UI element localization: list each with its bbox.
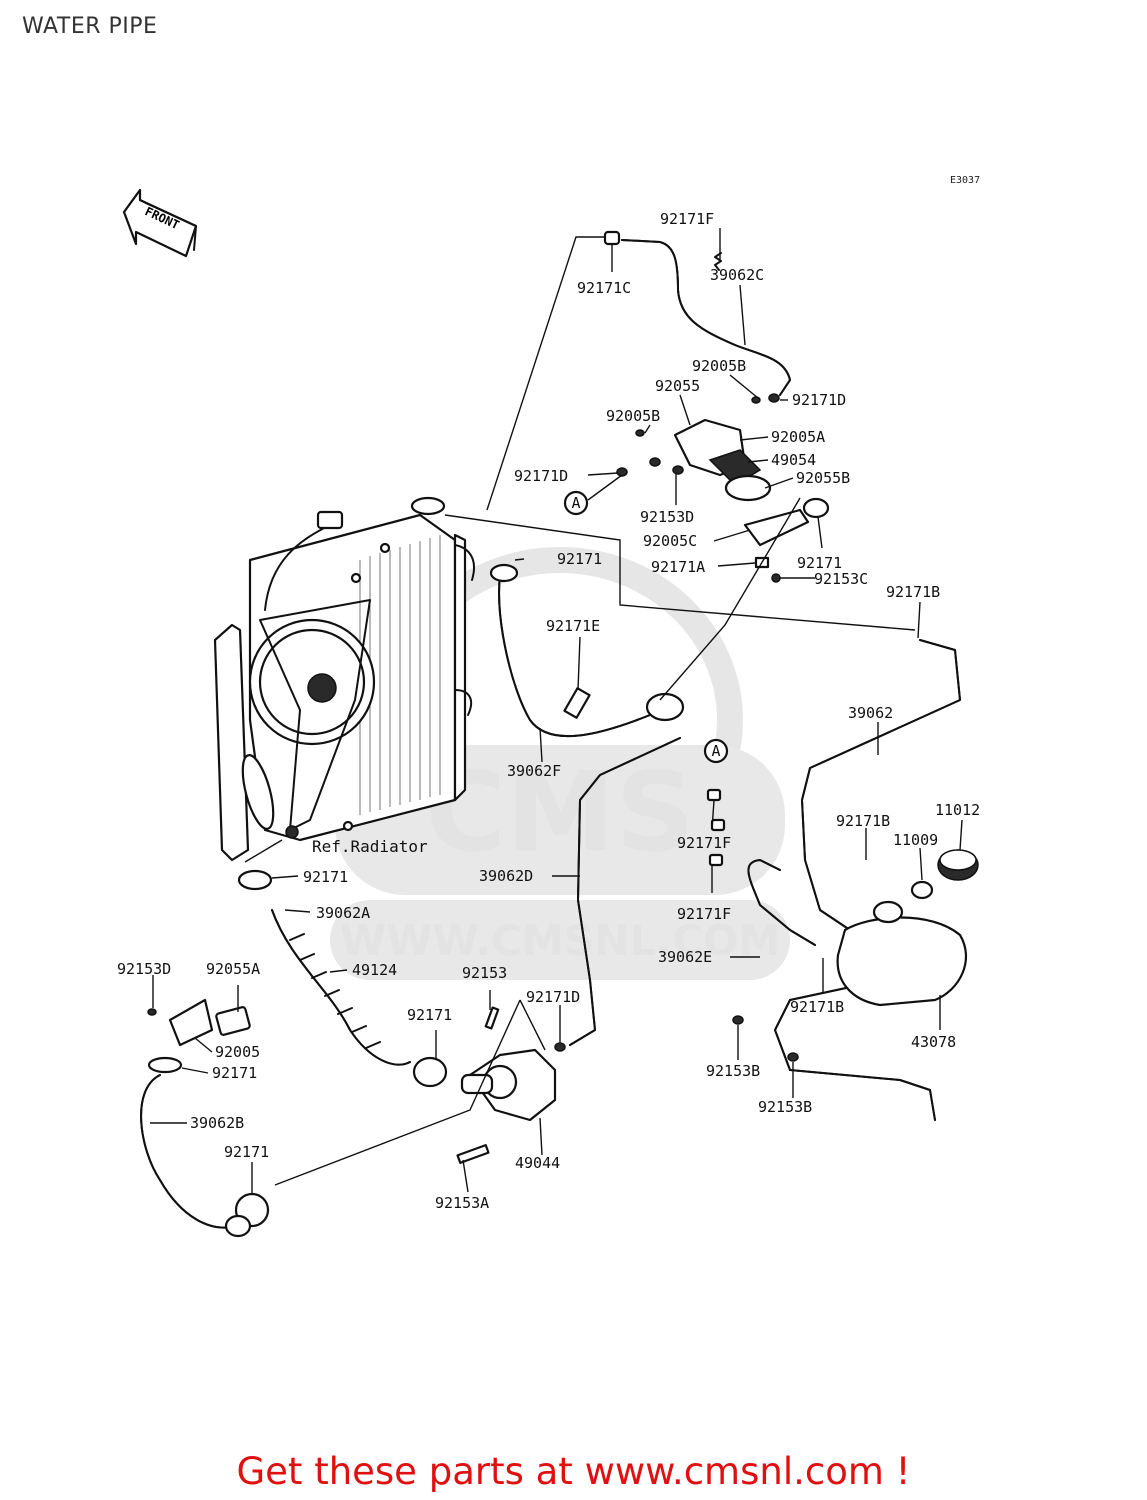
part-label-39062c: 39062C [710, 266, 764, 284]
part-label-92171b-top: 92171B [886, 583, 940, 601]
part-label-92153d-top: 92153D [640, 508, 694, 526]
part-label-92171-radiator-top: 92171 [557, 550, 602, 568]
footer-banner[interactable]: Get these parts at www.cmsnl.com ! [236, 1450, 911, 1493]
part-label-92153a: 92153A [435, 1194, 489, 1212]
ref-radiator-label: Ref.Radiator [312, 837, 428, 856]
part-label-11012: 11012 [935, 801, 980, 819]
part-label-43078: 43078 [911, 1033, 956, 1051]
part-label-92171-radiator-bottom: 92171 [303, 868, 348, 886]
part-label-39062a: 39062A [316, 904, 370, 922]
part-label-92171-thermo: 92171 [797, 554, 842, 572]
part-label-92171f-lower: 92171F [677, 905, 731, 923]
part-label-92171d-left: 92171D [514, 467, 568, 485]
watermark-url: WWW.CMSNL.COM [340, 916, 781, 965]
part-label-92171d-pump: 92171D [526, 988, 580, 1006]
part-label-92153c: 92153C [814, 570, 868, 588]
view-marker-label: A [571, 494, 580, 512]
view-marker-label: A [711, 742, 720, 760]
part-label-92171a: 92171A [651, 558, 705, 576]
watermark: CMS WWW.CMSNL.COM [330, 547, 790, 980]
part-label-92005c: 92005C [643, 532, 697, 550]
part-label-39062e: 39062E [658, 948, 712, 966]
reserve-tank [706, 788, 979, 1062]
part-label-92171f-mid: 92171F [677, 834, 731, 852]
reference-lines [244, 236, 916, 1186]
part-label-92153d-left: 92153D [117, 960, 171, 978]
watermark-logo: CMS [425, 748, 694, 876]
part-label-92171-lower: 92171 [224, 1143, 269, 1161]
part-label-11009: 11009 [893, 831, 938, 849]
part-label-92171b-mid: 92171B [836, 812, 890, 830]
view-marker-top: A [563, 490, 589, 516]
radiator [213, 496, 475, 862]
part-label-92171-inlet: 92171 [212, 1064, 257, 1082]
part-label-92005b-left: 92005B [606, 407, 660, 425]
part-label-49054: 49054 [771, 451, 816, 469]
part-label-92055a: 92055A [206, 960, 260, 978]
part-label-92171c: 92171C [577, 279, 631, 297]
part-label-92005a: 92005A [771, 428, 825, 446]
part-label-49044: 49044 [515, 1154, 560, 1172]
front-arrow-icon: FRONT [122, 188, 198, 258]
view-marker-mid: A [703, 738, 729, 764]
diagram-code: E3037 [950, 175, 980, 186]
page-title: WATER PIPE [22, 14, 158, 39]
part-label-39062d: 39062D [479, 867, 533, 885]
part-label-39062f: 39062F [507, 762, 561, 780]
part-label-92055: 92055 [655, 377, 700, 395]
part-label-92171b-lower: 92171B [790, 998, 844, 1016]
thermostat-housing [603, 230, 830, 583]
part-label-39062b: 39062B [190, 1114, 244, 1132]
part-label-92005b-top: 92005B [692, 357, 746, 375]
leader-lines [150, 228, 963, 1195]
part-label-92005: 92005 [215, 1043, 260, 1061]
part-label-92171f: 92171F [660, 210, 714, 228]
water-inlet [147, 998, 251, 1047]
water-pump [412, 1006, 566, 1164]
part-label-92171d-right: 92171D [792, 391, 846, 409]
part-label-92171-pump: 92171 [407, 1006, 452, 1024]
part-label-92153b-right: 92153B [758, 1098, 812, 1116]
part-label-39062: 39062 [848, 704, 893, 722]
part-label-92055b: 92055B [796, 469, 850, 487]
parts-diagram: CMS WWW.CMSNL.COM E3037 FRONT [117, 175, 980, 1238]
part-label-49124: 49124 [352, 961, 397, 979]
part-label-92171e: 92171E [546, 617, 600, 635]
part-label-92153: 92153 [462, 964, 507, 982]
part-labels: 92171F 92171C 39062C 92005B 92055 92171D… [117, 210, 980, 1212]
hoses [140, 239, 961, 1238]
part-label-92153b-left: 92153B [706, 1062, 760, 1080]
